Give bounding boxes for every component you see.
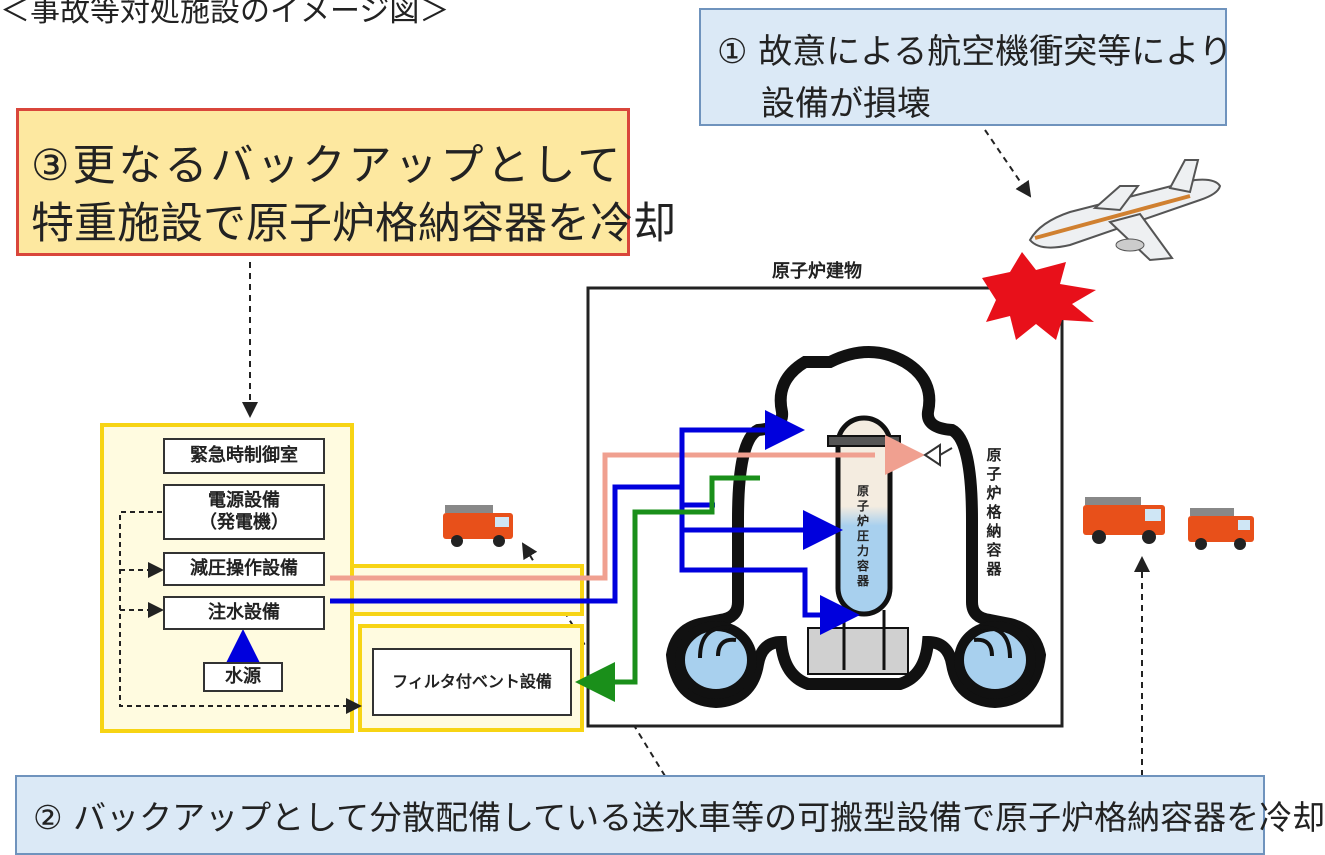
callout-further-backup-line1: ③更なるバックアップとして	[31, 141, 624, 191]
callout-aircraft-impact: ① 故意による航空機衝突等により 設備が損壊	[699, 8, 1233, 126]
depressurize-box: 減圧操作設備	[163, 552, 325, 586]
water-source-box: 水源	[203, 662, 283, 692]
suppression-chamber-right	[954, 621, 1036, 699]
relief-valve	[923, 443, 953, 467]
vessel-flange	[827, 435, 901, 447]
vent-line	[575, 475, 760, 702]
airplane-icon	[1028, 159, 1222, 262]
callout-aircraft-impact-line2: 設備が損壊	[761, 84, 931, 124]
explosion-icon	[982, 252, 1096, 340]
callout-further-backup-line2: 特重施設で原子炉格納容器を冷却	[31, 199, 676, 249]
control-room-box: 緊急時制御室	[163, 438, 325, 474]
containment-label: 原子炉格納容器	[986, 446, 1002, 578]
callout-aircraft-impact-line1: ① 故意による航空機衝突等により	[717, 32, 1233, 72]
callout-further-backup: ③更なるバックアップとして 特重施設で原子炉格納容器を冷却	[16, 108, 676, 256]
facility-pipe-frame	[350, 564, 584, 616]
suppression-pool	[807, 627, 909, 675]
depressurize-line	[330, 452, 875, 581]
fire-truck-icon	[1188, 508, 1254, 550]
injection-box: 注水設備	[163, 596, 325, 630]
pointer-aircraft	[984, 129, 1032, 198]
fire-truck-icon	[443, 505, 513, 547]
power-supply-box: 電源設備 （発電機）	[163, 484, 325, 540]
pressure-vessel-label: 原子炉圧力容器	[856, 484, 869, 588]
callout-portable-backup-text: ② バックアップとして分散配備している送水車等の可搬型設備で原子炉格納容器を冷却	[33, 798, 1325, 837]
suppression-chamber-left	[675, 621, 757, 699]
page-title: ＜事故等対処施設のイメージ図＞	[0, 0, 450, 29]
callout-portable-backup: ② バックアップとして分散配備している送水車等の可搬型設備で原子炉格納容器を冷却	[15, 775, 1325, 855]
filter-vent-box: フィルタ付ベント設備	[372, 648, 572, 716]
reactor-building-label: 原子炉建物	[772, 261, 862, 282]
fire-truck-icon	[1083, 497, 1165, 544]
injection-line	[330, 427, 770, 604]
diagram-canvas	[100, 129, 1254, 777]
